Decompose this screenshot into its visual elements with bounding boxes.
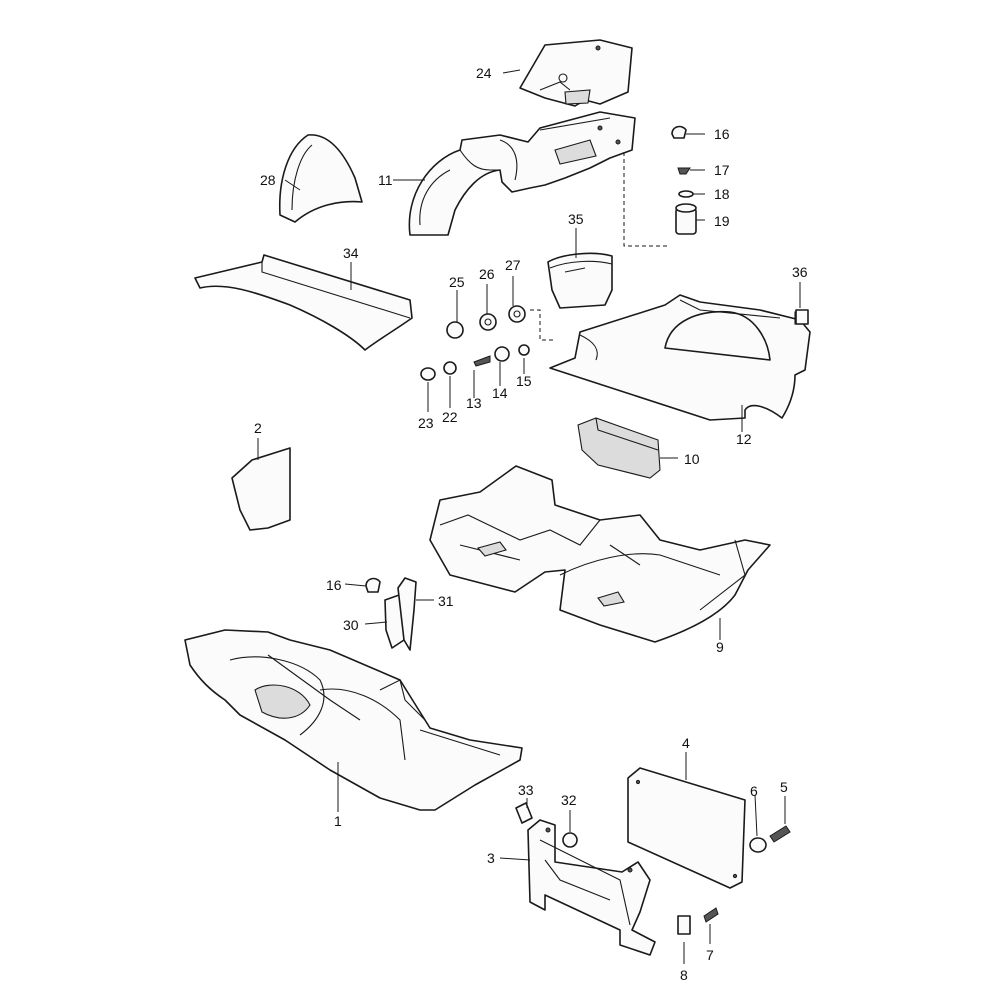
callout-6: 6 xyxy=(750,783,758,799)
callout-25: 25 xyxy=(449,274,465,290)
callout-34: 34 xyxy=(343,245,359,261)
part-12-trunk-carpet[interactable] xyxy=(549,294,811,421)
callout-27: 27 xyxy=(505,257,521,273)
part-36-clip[interactable] xyxy=(795,309,809,325)
callout-13: 13 xyxy=(466,395,482,411)
callout-26: 26 xyxy=(479,266,495,282)
callout-23: 23 xyxy=(418,415,434,431)
assembly-line-hardware xyxy=(623,152,670,247)
part-2-side-panel[interactable] xyxy=(231,447,291,531)
callout-30: 30 xyxy=(343,617,359,633)
callout-4: 4 xyxy=(682,735,690,751)
callout-19: 19 xyxy=(714,213,730,229)
part-5-screw[interactable] xyxy=(769,825,791,843)
part-27-grommet[interactable] xyxy=(508,305,526,323)
part-13-screw[interactable] xyxy=(473,355,491,367)
part-16-clip-lower[interactable] xyxy=(365,577,381,593)
callout-1: 1 xyxy=(334,813,342,829)
callout-12: 12 xyxy=(736,431,752,447)
part-25-cap[interactable] xyxy=(446,321,464,339)
part-23-washer[interactable] xyxy=(420,367,436,381)
callout-32: 32 xyxy=(561,792,577,808)
callout-2: 2 xyxy=(254,420,262,436)
part-19-bushing[interactable] xyxy=(675,203,697,235)
callout-11: 11 xyxy=(378,172,393,188)
part-7-screw[interactable] xyxy=(703,907,719,923)
callout-24: 24 xyxy=(476,65,492,81)
part-11-wheel-housing[interactable] xyxy=(408,111,636,236)
part-28-fender-liner[interactable] xyxy=(278,134,363,223)
callout-16-upper: 16 xyxy=(714,126,730,142)
assembly-line-fasteners xyxy=(530,309,555,341)
callout-labels: 24 11 28 34 35 36 25 26 27 23 22 13 14 1… xyxy=(254,65,808,983)
callout-10: 10 xyxy=(684,451,700,467)
part-6-plug[interactable] xyxy=(749,837,767,853)
part-15-washer[interactable] xyxy=(518,344,530,356)
callout-18: 18 xyxy=(714,186,730,202)
callout-15: 15 xyxy=(516,373,532,389)
part-1-main-carpet[interactable] xyxy=(184,629,523,811)
part-10-mat[interactable] xyxy=(577,417,661,479)
part-16-clip-upper[interactable] xyxy=(671,125,687,139)
part-3-bracket[interactable] xyxy=(527,819,656,956)
callout-28: 28 xyxy=(260,172,276,188)
callout-22: 22 xyxy=(442,409,458,425)
part-35-storage-pocket[interactable] xyxy=(547,252,613,309)
part-32-fastener[interactable] xyxy=(562,832,578,848)
part-24-panel[interactable] xyxy=(519,39,633,107)
callout-5: 5 xyxy=(780,779,788,795)
callout-36: 36 xyxy=(792,264,808,280)
part-34-parcel-carpet[interactable] xyxy=(194,254,413,351)
callout-8: 8 xyxy=(680,967,688,983)
callout-7: 7 xyxy=(706,947,714,963)
callout-31: 31 xyxy=(438,593,454,609)
callout-14: 14 xyxy=(492,385,508,401)
part-14-nut[interactable] xyxy=(494,346,510,362)
callout-17: 17 xyxy=(714,162,730,178)
part-17-screw[interactable] xyxy=(677,167,691,175)
callout-35: 35 xyxy=(568,211,584,227)
part-33-fastener[interactable] xyxy=(515,802,533,824)
leader-lines xyxy=(257,69,801,964)
callout-33: 33 xyxy=(518,782,534,798)
callout-9: 9 xyxy=(716,639,724,655)
part-9-floor-carpet[interactable] xyxy=(429,465,771,643)
callout-16-lower: 16 xyxy=(326,577,342,593)
part-4-panel-board[interactable] xyxy=(627,767,746,889)
part-8-clip[interactable] xyxy=(677,915,691,935)
part-18-washer[interactable] xyxy=(678,190,694,198)
part-26-nut[interactable] xyxy=(479,313,497,331)
callout-3: 3 xyxy=(487,850,495,866)
part-31-trim[interactable] xyxy=(397,577,417,651)
part-22-ring[interactable] xyxy=(443,361,457,375)
